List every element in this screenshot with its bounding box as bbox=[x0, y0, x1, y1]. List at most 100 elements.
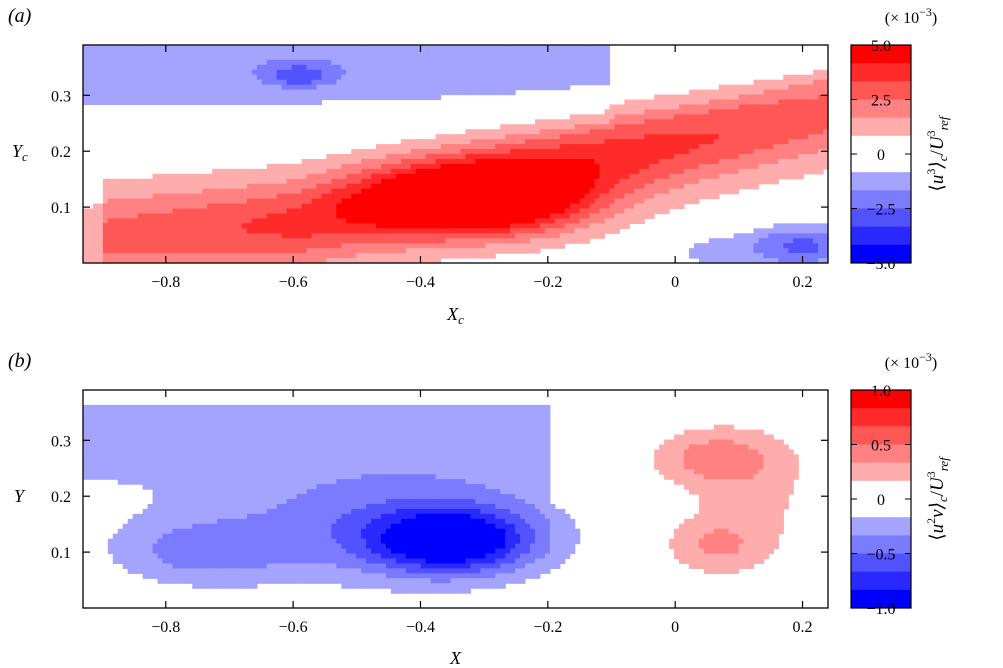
heatmap-cell bbox=[579, 139, 586, 145]
heatmap-cell bbox=[564, 134, 571, 140]
heatmap-cell bbox=[366, 163, 372, 170]
heatmap-cell bbox=[405, 203, 412, 210]
heatmap-cell bbox=[679, 144, 685, 150]
heatmap-cell bbox=[137, 449, 144, 455]
heatmap-cell bbox=[385, 168, 392, 175]
heatmap-cell bbox=[569, 158, 576, 165]
heatmap-cell bbox=[475, 253, 481, 259]
heatmap-cell bbox=[569, 203, 576, 210]
heatmap-cell bbox=[236, 49, 243, 56]
heatmap-cell bbox=[554, 193, 561, 200]
heatmap-cell bbox=[371, 163, 377, 170]
heatmap-cell bbox=[748, 178, 755, 185]
heatmap-cell bbox=[187, 64, 193, 71]
heatmap-cell bbox=[326, 218, 332, 224]
heatmap-cell bbox=[505, 188, 511, 195]
heatmap-cell bbox=[137, 533, 144, 540]
heatmap-cell bbox=[475, 79, 481, 86]
heatmap-cell bbox=[241, 223, 248, 229]
heatmap-cell bbox=[515, 238, 521, 244]
heatmap-cell bbox=[381, 188, 387, 195]
heatmap-cell bbox=[669, 188, 675, 195]
heatmap-cell bbox=[147, 84, 154, 91]
heatmap-cell bbox=[614, 223, 620, 229]
heatmap-cell bbox=[351, 183, 357, 190]
heatmap-cell bbox=[579, 203, 586, 210]
heatmap-cell bbox=[266, 228, 273, 234]
heatmap-cell bbox=[366, 228, 372, 234]
heatmap-cell bbox=[341, 198, 347, 205]
heatmap-cell bbox=[579, 193, 586, 200]
heatmap-cell bbox=[182, 173, 188, 180]
heatmap-cell bbox=[510, 243, 516, 249]
heatmap-cell bbox=[92, 74, 99, 81]
heatmap-cell bbox=[122, 223, 129, 229]
heatmap-cell bbox=[768, 238, 774, 244]
heatmap-cell bbox=[440, 228, 447, 234]
heatmap-cell bbox=[107, 183, 114, 190]
heatmap-cell bbox=[723, 243, 730, 249]
heatmap-cell bbox=[207, 59, 213, 66]
heatmap-cell bbox=[405, 248, 412, 254]
heatmap-cell bbox=[232, 89, 238, 96]
heatmap-cell bbox=[112, 99, 119, 106]
heatmap-cell bbox=[236, 258, 243, 264]
heatmap-cell bbox=[336, 89, 342, 96]
heatmap-cell bbox=[773, 248, 779, 254]
heatmap-cell bbox=[818, 238, 824, 244]
heatmap-cell bbox=[589, 114, 596, 120]
heatmap-cell bbox=[609, 109, 616, 115]
heatmap-cell bbox=[778, 248, 784, 254]
heatmap-cell bbox=[450, 89, 457, 96]
heatmap-cell bbox=[753, 89, 760, 96]
heatmap-cell bbox=[256, 213, 263, 219]
heatmap-cell bbox=[445, 238, 452, 244]
heatmap-cell bbox=[306, 99, 313, 106]
heatmap-cell bbox=[748, 238, 755, 244]
heatmap-cell bbox=[266, 188, 273, 195]
heatmap-cell bbox=[311, 94, 318, 101]
heatmap-cell bbox=[500, 223, 506, 229]
heatmap-cell bbox=[212, 248, 218, 254]
heatmap-cell bbox=[87, 469, 94, 475]
heatmap-cell bbox=[246, 223, 253, 229]
heatmap-cell bbox=[435, 94, 442, 101]
heatmap-cell bbox=[356, 253, 362, 259]
heatmap-cell bbox=[187, 243, 193, 249]
heatmap-cell bbox=[445, 228, 452, 234]
heatmap-cell bbox=[609, 183, 616, 190]
heatmap-cell bbox=[147, 409, 154, 416]
heatmap-cell bbox=[549, 238, 556, 244]
heatmap-cell bbox=[425, 213, 432, 219]
heatmap-cell bbox=[708, 139, 715, 145]
heatmap-cell bbox=[803, 79, 809, 86]
heatmap-cell bbox=[559, 64, 566, 71]
heatmap-cell bbox=[311, 223, 318, 229]
heatmap-cell bbox=[783, 223, 789, 229]
heatmap-cell bbox=[212, 193, 218, 200]
heatmap-cell bbox=[674, 134, 680, 140]
heatmap-cell bbox=[818, 154, 824, 160]
heatmap-cell bbox=[554, 158, 561, 165]
heatmap-cell bbox=[127, 449, 134, 455]
heatmap-cell bbox=[569, 144, 576, 150]
heatmap-cell bbox=[117, 198, 124, 205]
heatmap-cell bbox=[177, 54, 183, 61]
heatmap-cell bbox=[604, 114, 611, 120]
heatmap-cell bbox=[589, 154, 596, 160]
heatmap-cell bbox=[251, 238, 258, 244]
heatmap-cell bbox=[83, 238, 89, 244]
heatmap-cell bbox=[425, 198, 432, 205]
heatmap-cell bbox=[371, 218, 377, 224]
heatmap-cell bbox=[132, 188, 139, 195]
heatmap-cell bbox=[241, 49, 248, 56]
heatmap-cell bbox=[465, 243, 471, 249]
heatmap-cell bbox=[614, 158, 620, 165]
heatmap-cell bbox=[420, 149, 427, 155]
heatmap-cell bbox=[286, 54, 293, 61]
heatmap-cell bbox=[107, 99, 114, 106]
heatmap-cell bbox=[559, 154, 566, 160]
heatmap-cell bbox=[629, 144, 635, 150]
heatmap-cell bbox=[728, 104, 735, 110]
heatmap-cell bbox=[644, 213, 650, 219]
